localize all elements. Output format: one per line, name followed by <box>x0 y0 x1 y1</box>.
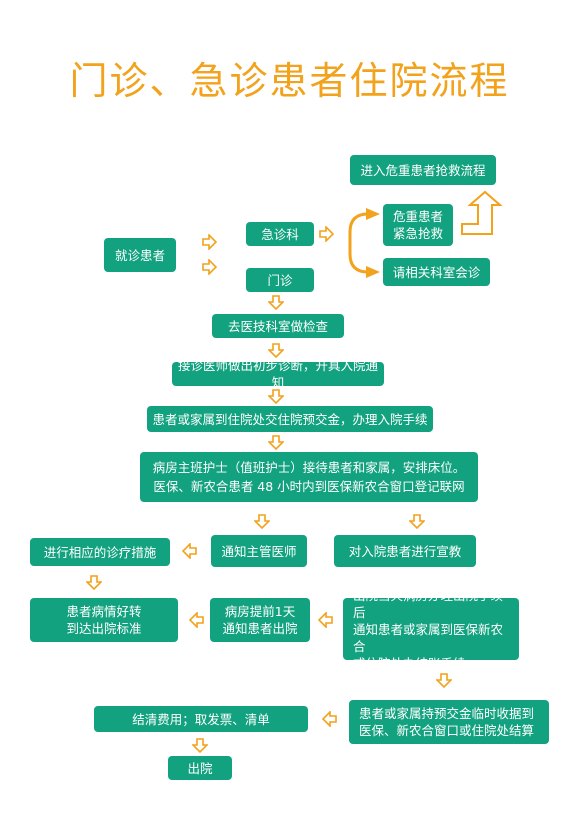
node-menzhen: 门诊 <box>246 268 314 292</box>
up-right-connector <box>461 190 503 235</box>
node-chuyuan: 出院 <box>168 756 232 780</box>
arrow-right-icon <box>318 226 334 242</box>
arrow-down-icon <box>268 342 284 358</box>
node-zhenduan: 接诊医师做出初步诊断，开具入院通知 <box>172 358 384 390</box>
arrow-down-icon <box>436 672 452 688</box>
arrow-right-icon <box>201 259 217 275</box>
node-xuanjiao: 对入院患者进行宣教 <box>334 535 476 567</box>
node-jiancha: 去医技科室做检查 <box>212 314 344 338</box>
arrow-down-icon <box>409 513 425 529</box>
node-tiqian: 病房提前1天 通知患者出院 <box>210 598 310 642</box>
arrow-left-icon <box>189 612 205 628</box>
branch-connector <box>348 212 369 274</box>
node-cuoshi: 进行相应的诊疗措施 <box>30 538 170 566</box>
arrow-down-icon <box>192 737 208 753</box>
arrow-down-icon <box>268 434 284 450</box>
node-tongzhi-yishi: 通知主管医师 <box>211 535 307 567</box>
node-jiuzhen: 就诊患者 <box>104 238 176 272</box>
node-qiangjiu-liucheng: 进入危重患者抢救流程 <box>350 155 496 185</box>
node-huizhen: 请相关科室会诊 <box>383 258 490 286</box>
arrow-left-icon <box>318 612 334 628</box>
node-jieqing: 结清费用；取发票、清单 <box>94 706 308 732</box>
node-jizhenke: 急诊科 <box>246 222 314 246</box>
node-haozhuan: 患者病情好转 到达出院标准 <box>30 598 178 642</box>
arrow-down-icon <box>268 294 284 310</box>
arrow-down-icon <box>268 388 284 404</box>
arrow-down-icon <box>86 574 102 590</box>
arrow-left-icon <box>182 543 198 559</box>
arrow-down-icon <box>254 513 270 529</box>
node-hushi: 病房主班护士（值班护士）接待患者和家属，安排床位。 医保、新农合患者 48 小时… <box>140 452 478 502</box>
node-chuyuan-shouxu: 出院当天病房办理出院手续后 通知患者或家属到医保新农合 或住院处办结账手续 <box>343 588 519 671</box>
arrow-left-icon <box>322 711 338 727</box>
arrow-right-icon <box>201 234 217 250</box>
page-title: 门诊、急诊患者住院流程 <box>69 59 510 103</box>
branch-arrow-bottom <box>366 266 380 278</box>
branch-arrow-top <box>366 208 380 220</box>
node-yujiaojin: 患者或家属到住院处交住院预交金，办理入院手续 <box>147 406 433 432</box>
node-weizhong: 危重患者 紧急抢救 <box>383 204 453 246</box>
node-jiesuan: 患者或家属持预交金临时收据到 医保、新农合窗口或住院处结算 <box>349 700 549 744</box>
